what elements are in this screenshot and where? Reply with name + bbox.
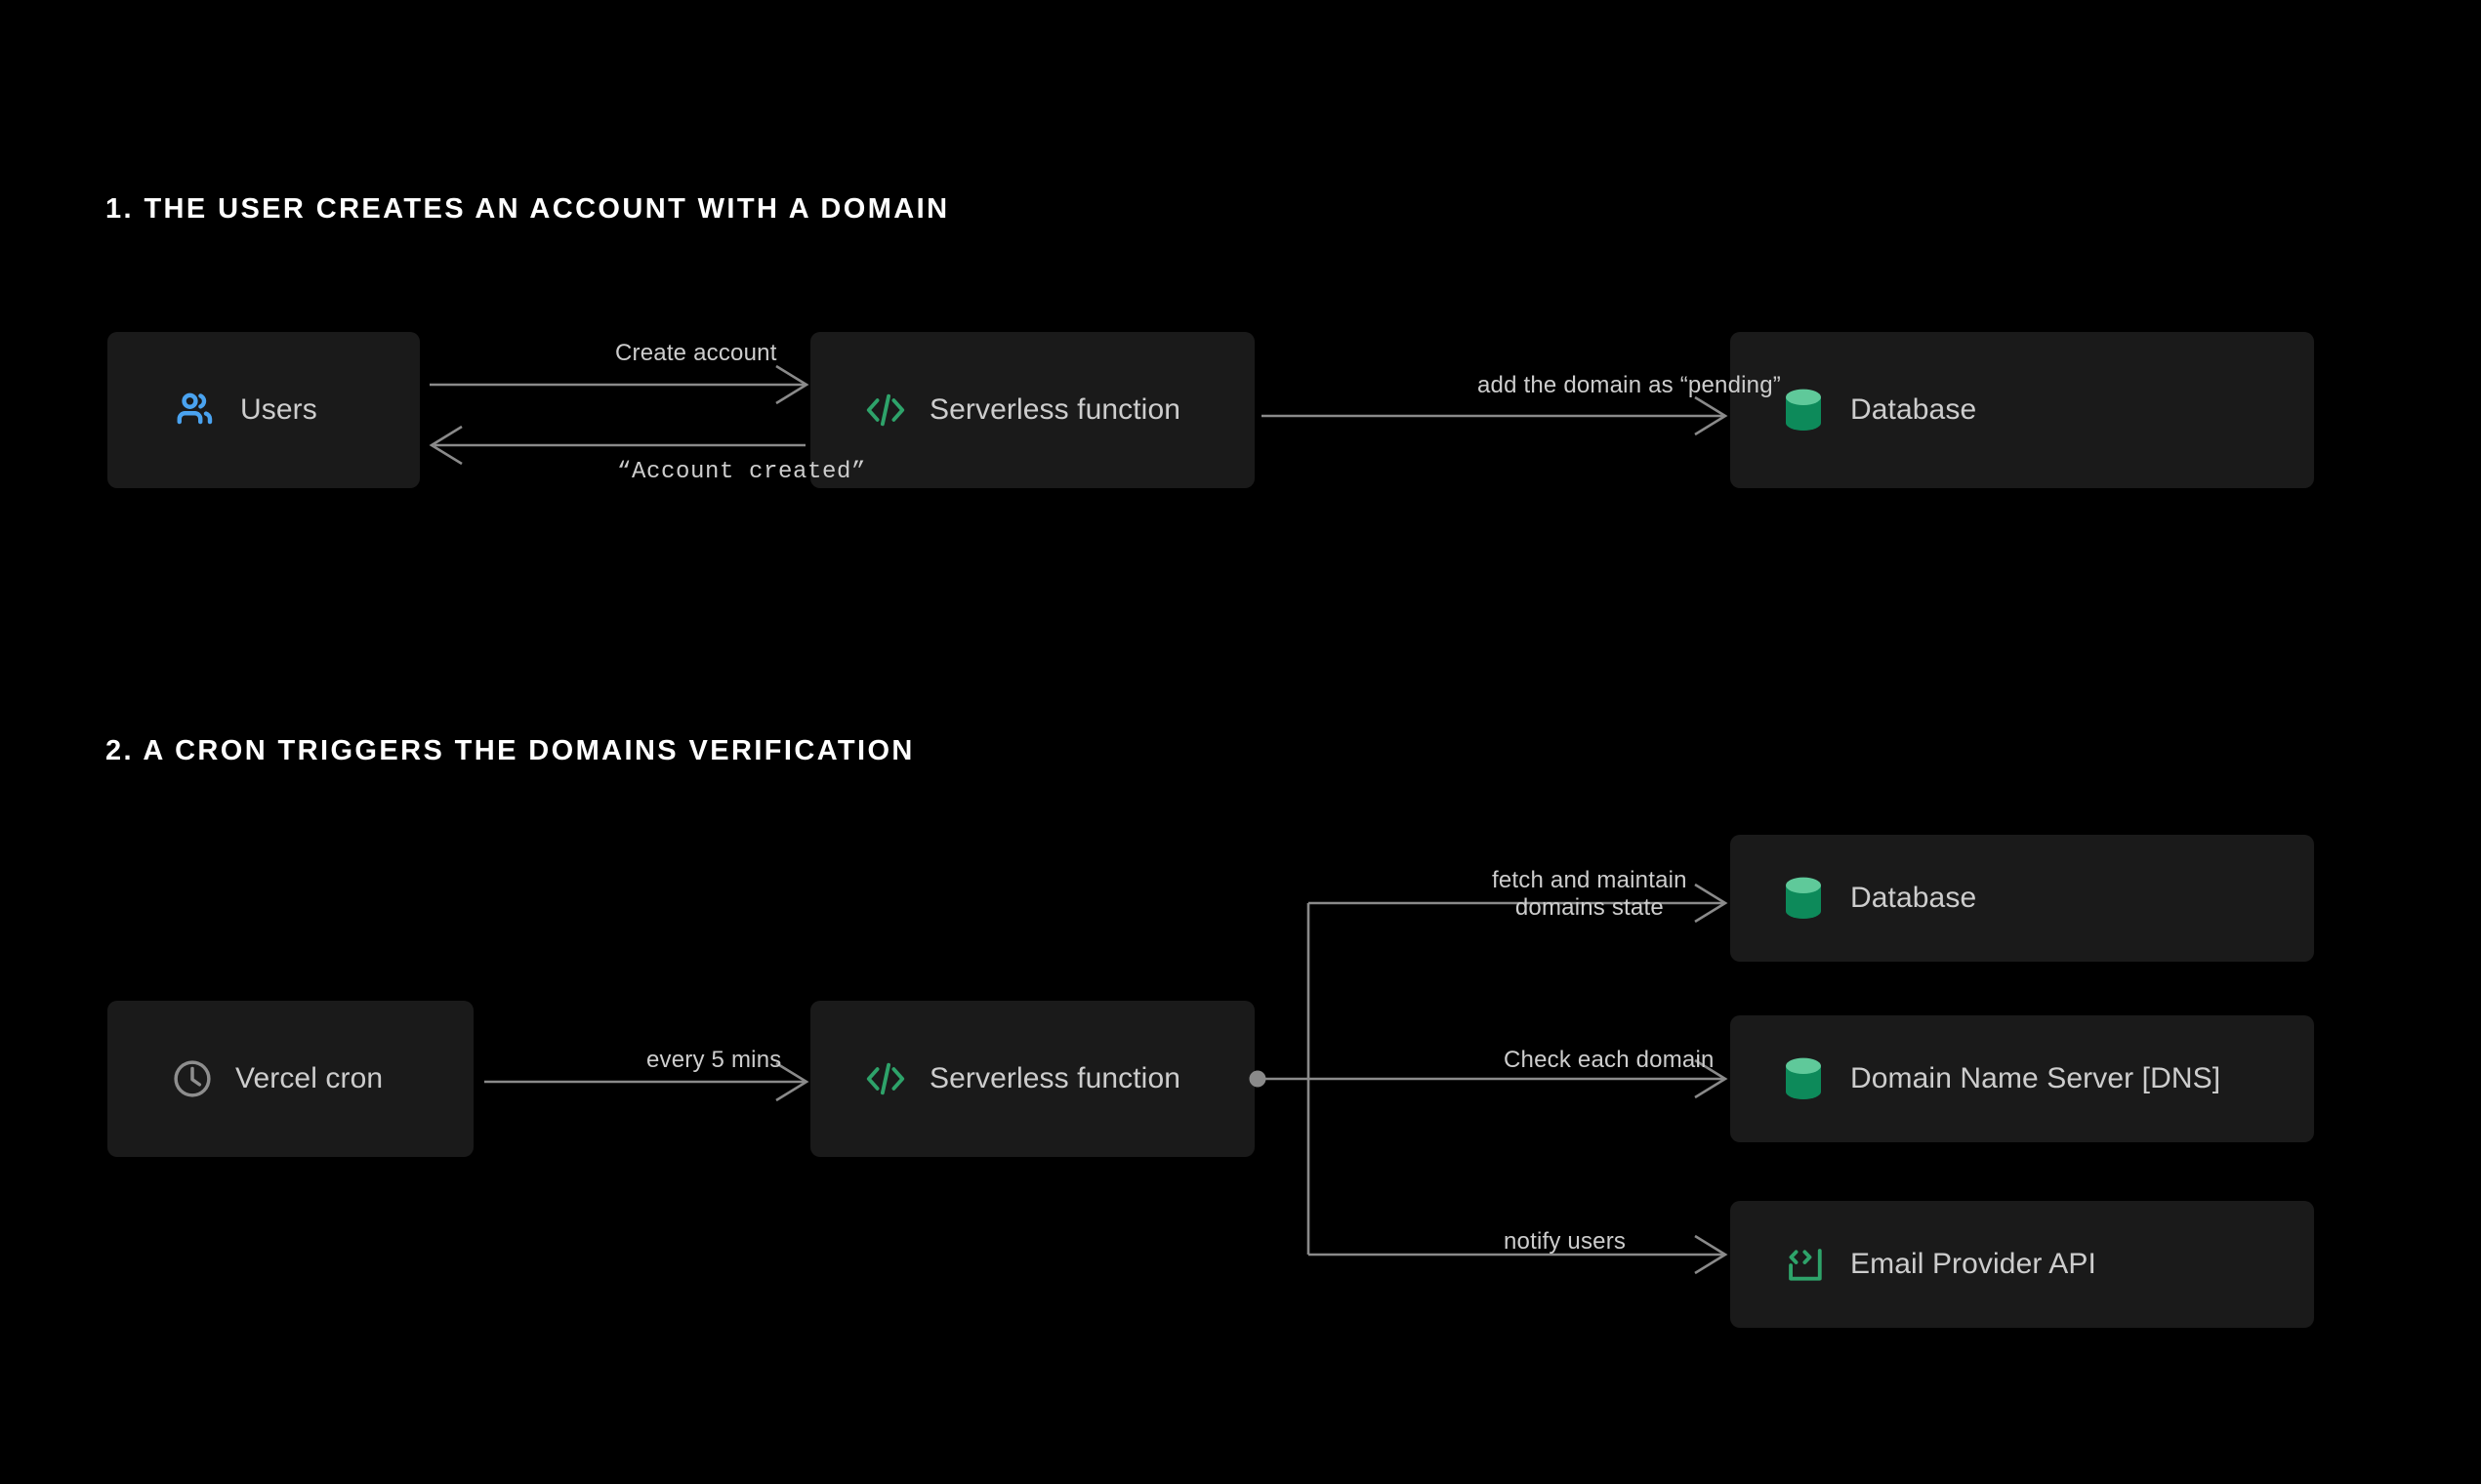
node-serverless-function-2-label: Serverless function bbox=[930, 1062, 1181, 1094]
database-cylinder-icon bbox=[1783, 875, 1824, 922]
node-serverless-function-2[interactable]: Serverless function bbox=[810, 1001, 1255, 1157]
edge-label-fetch-maintain: fetch and maintain domains state bbox=[1492, 867, 1687, 923]
section-2-heading: 2. A CRON TRIGGERS THE DOMAINS VERIFICAT… bbox=[105, 735, 915, 766]
node-email-provider-api-label: Email Provider API bbox=[1850, 1248, 2096, 1280]
node-database-1-label: Database bbox=[1850, 393, 1977, 426]
node-serverless-function-1[interactable]: Serverless function bbox=[810, 332, 1255, 488]
edge-label-create-account: Create account bbox=[615, 340, 777, 366]
node-database-2-label: Database bbox=[1850, 882, 1977, 914]
database-cylinder-icon bbox=[1783, 1055, 1824, 1102]
users-icon bbox=[174, 388, 219, 433]
edge-account-created-arrowhead bbox=[429, 425, 463, 466]
edge-label-notify-users: notify users bbox=[1504, 1228, 1627, 1255]
node-serverless-function-1-label: Serverless function bbox=[930, 393, 1181, 426]
section-1-heading: 1. THE USER CREATES AN ACCOUNT WITH A DO… bbox=[105, 193, 950, 225]
edge-label-account-created: “Account created” bbox=[617, 459, 867, 485]
clock-icon bbox=[171, 1057, 214, 1100]
edge-create-account-arrowhead bbox=[775, 364, 809, 405]
edge-notify-users-arrowhead bbox=[1694, 1234, 1728, 1275]
edge-label-every-5-mins: every 5 mins bbox=[646, 1047, 782, 1073]
code-brackets-icon bbox=[864, 389, 907, 432]
node-database-1[interactable]: Database bbox=[1730, 332, 2314, 488]
node-email-provider-api[interactable]: Email Provider API bbox=[1730, 1201, 2314, 1328]
edge-label-check-domain: Check each domain bbox=[1504, 1047, 1715, 1073]
database-cylinder-icon bbox=[1783, 387, 1824, 433]
node-users-label: Users bbox=[240, 393, 317, 426]
edge-add-domain-arrowhead bbox=[1694, 395, 1728, 436]
node-users[interactable]: Users bbox=[107, 332, 420, 488]
code-brackets-icon bbox=[864, 1057, 907, 1100]
code-frame-icon bbox=[1783, 1243, 1826, 1286]
edge-fetch-maintain-arrowhead bbox=[1694, 883, 1728, 924]
node-database-2[interactable]: Database bbox=[1730, 835, 2314, 962]
node-vercel-cron[interactable]: Vercel cron bbox=[107, 1001, 474, 1157]
node-domain-name-server-label: Domain Name Server [DNS] bbox=[1850, 1062, 2221, 1094]
node-domain-name-server[interactable]: Domain Name Server [DNS] bbox=[1730, 1015, 2314, 1142]
edge-label-add-domain: add the domain as “pending” bbox=[1477, 372, 1781, 398]
node-vercel-cron-label: Vercel cron bbox=[235, 1062, 384, 1094]
edge-label-fetch-maintain-line2: domains state bbox=[1514, 894, 1664, 922]
edge-label-fetch-maintain-line1: fetch and maintain bbox=[1492, 867, 1687, 893]
